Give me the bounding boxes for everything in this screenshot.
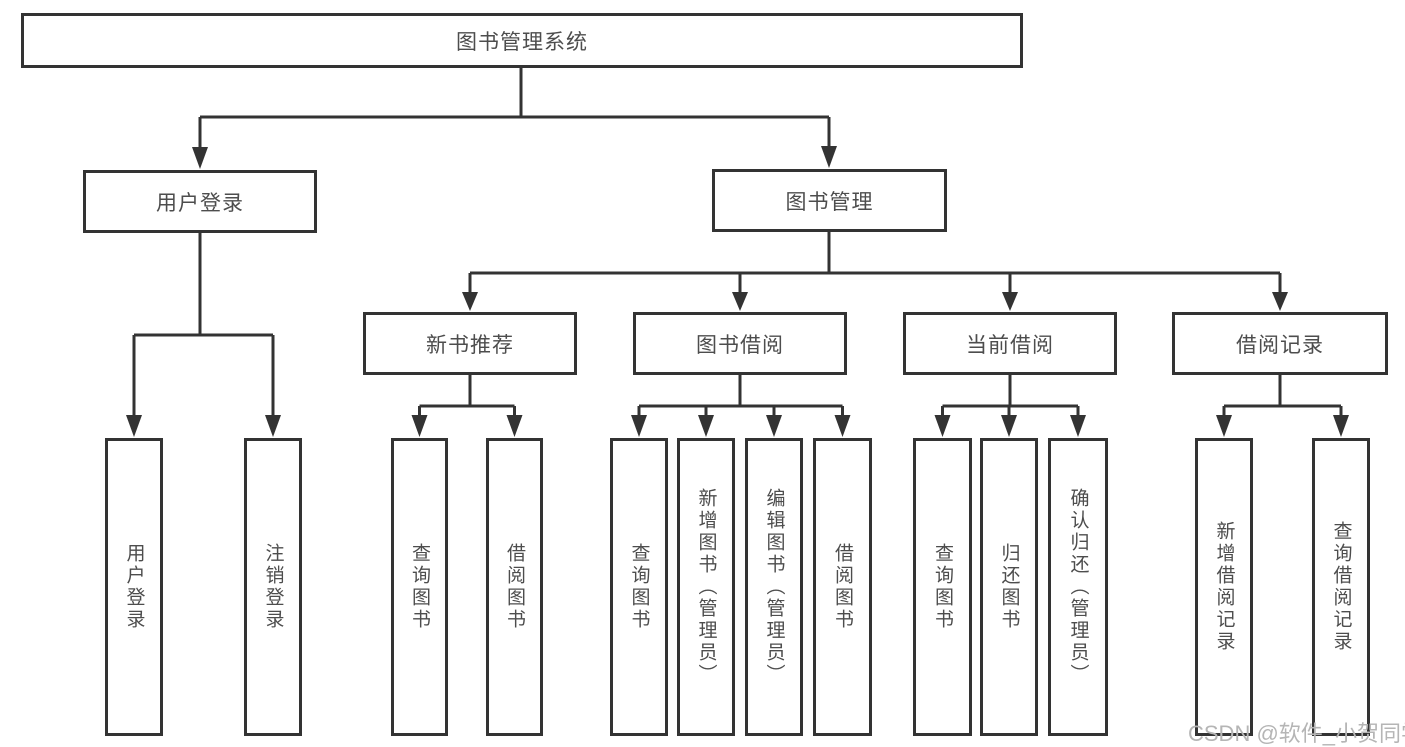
node-library-management-system: 图书管理系统	[21, 13, 1023, 68]
node-user-login: 用户登录	[83, 170, 317, 233]
node-label: 查询图书	[932, 543, 953, 631]
leaf-logout: 注销登录	[244, 438, 302, 736]
node-label: 编辑图书（管理员）	[763, 488, 785, 686]
leaf-add-books-admin: 新增图书（管理员）	[677, 438, 735, 736]
node-label: 借阅图书	[504, 543, 525, 631]
node-label: 归还图书	[998, 543, 1020, 631]
node-label: 当前借阅	[966, 333, 1054, 357]
connector-current-borrow-children	[934, 375, 1086, 437]
node-label: 图书管理系统	[456, 30, 588, 54]
node-label: 用户登录	[156, 191, 244, 215]
connector-book-borrow-children	[631, 375, 851, 437]
node-label: 借阅图书	[832, 543, 853, 631]
leaf-edit-books-admin: 编辑图书（管理员）	[745, 438, 803, 736]
node-label: 注销登录	[262, 543, 284, 631]
leaf-query-books-borrow: 查询图书	[610, 438, 668, 736]
node-label: 查询借阅记录	[1330, 521, 1352, 653]
node-book-management: 图书管理	[712, 169, 947, 232]
node-label: 查询图书	[628, 543, 650, 631]
node-new-book-recommend: 新书推荐	[363, 312, 577, 375]
node-label: 图书借阅	[696, 333, 784, 357]
node-label: 新增借阅记录	[1213, 521, 1235, 653]
leaf-return-books: 归还图书	[980, 438, 1038, 736]
connector-new-book-recommend-children	[411, 375, 523, 437]
leaf-borrow-books-recommend: 借阅图书	[486, 438, 543, 736]
node-label: 借阅记录	[1236, 333, 1324, 357]
leaf-query-books-current: 查询图书	[913, 438, 972, 736]
connector-root-to-level2	[192, 68, 837, 169]
node-label: 图书管理	[785, 190, 874, 214]
leaf-user-login: 用户登录	[105, 438, 163, 736]
leaf-query-books-recommend: 查询图书	[391, 438, 448, 736]
leaf-query-borrow-record: 查询借阅记录	[1312, 438, 1370, 736]
node-book-borrow: 图书借阅	[633, 312, 847, 375]
node-current-borrow: 当前借阅	[903, 312, 1117, 375]
leaf-borrow-books: 借阅图书	[813, 438, 872, 736]
csdn-watermark: CSDN @软件_小贺同学	[1188, 721, 1405, 746]
node-label: 新增图书（管理员）	[695, 488, 717, 686]
connector-user-login-children	[126, 233, 281, 437]
leaf-confirm-return-admin: 确认归还（管理员）	[1048, 438, 1108, 736]
node-label: 新书推荐	[426, 333, 514, 357]
node-label: 查询图书	[409, 543, 430, 631]
node-label: 用户登录	[123, 543, 145, 631]
node-borrow-records: 借阅记录	[1172, 312, 1388, 375]
connector-book-management-children	[462, 232, 1288, 311]
node-label: 确认归还（管理员）	[1067, 488, 1089, 686]
connector-borrow-records-children	[1216, 375, 1349, 437]
leaf-add-borrow-record: 新增借阅记录	[1195, 438, 1253, 736]
